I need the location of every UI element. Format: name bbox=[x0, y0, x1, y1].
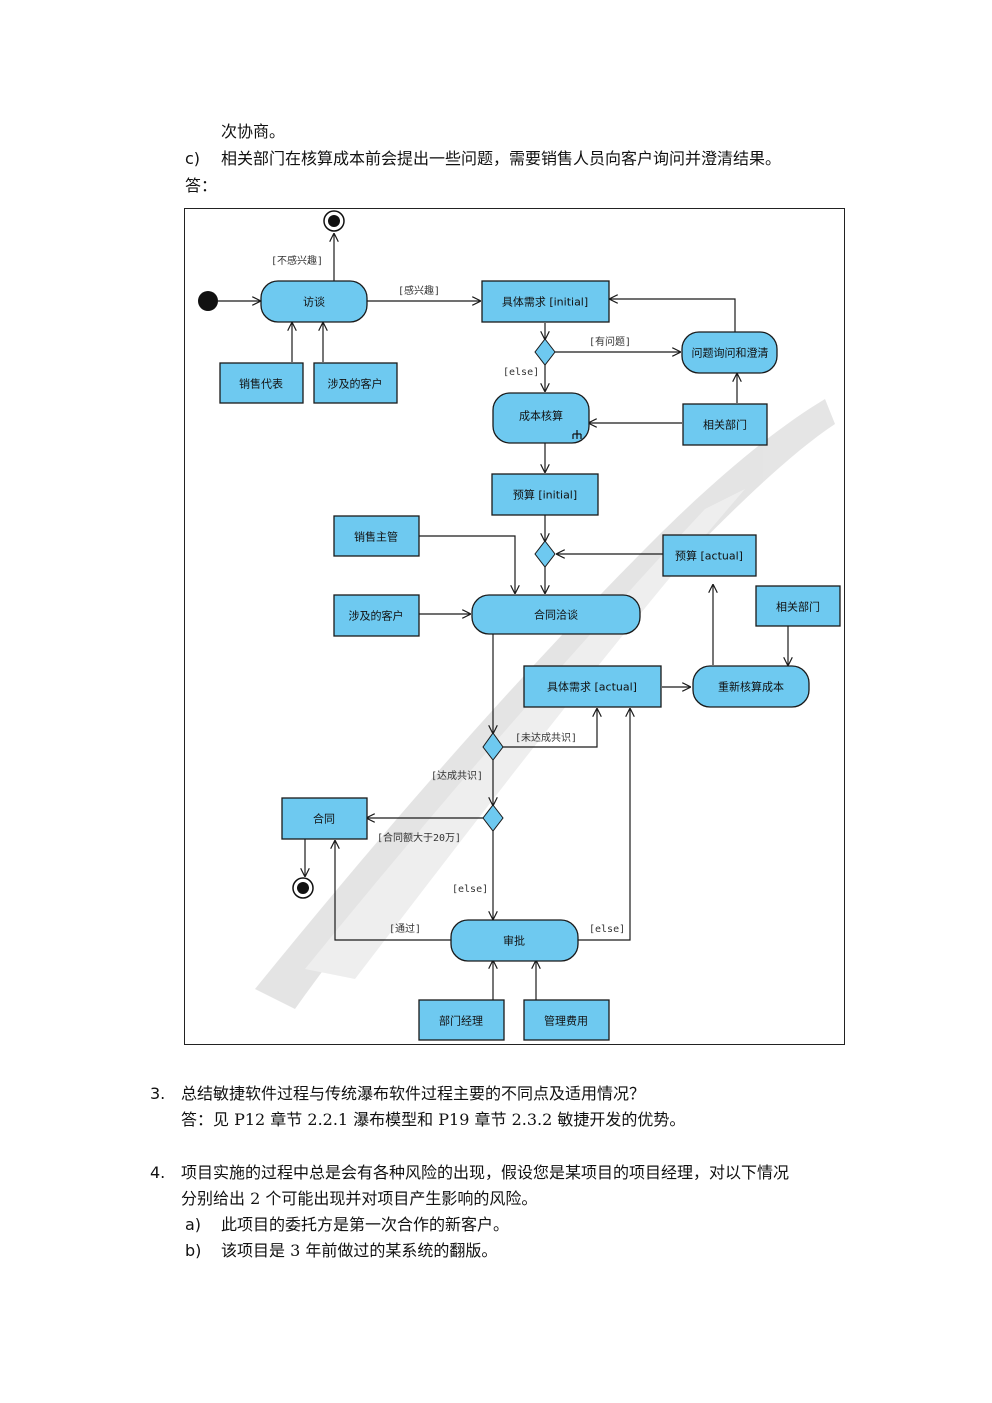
guard-over-200k: [合同额大于20万] bbox=[377, 831, 461, 844]
label-requirements-initial: 具体需求 [initial] bbox=[502, 295, 588, 309]
object-contract bbox=[281, 797, 368, 840]
action-negotiation bbox=[471, 594, 641, 635]
decision-node-consensus bbox=[482, 732, 504, 761]
label-sales-rep: 销售代表 bbox=[239, 377, 283, 391]
q3-answer: 答：见 P12 章节 2.2.1 瀑布模型和 P19 章节 2.3.2 敏捷开发… bbox=[181, 1110, 686, 1129]
q4-text-line1: 项目实施的过程中总是会有各种风险的出现，假设您是某项目的项目经理，对以下情况 bbox=[181, 1163, 790, 1182]
decision-node-question bbox=[534, 338, 556, 366]
item-c-marker: c) bbox=[185, 149, 201, 168]
action-cost-calc bbox=[492, 392, 590, 444]
label-recalc: 重新核算成本 bbox=[718, 680, 784, 694]
object-requirements-actual bbox=[523, 665, 662, 708]
label-approval: 审批 bbox=[503, 934, 525, 948]
item-b-text: 该项目是 3 年前做过的某系统的翻版。 bbox=[221, 1241, 498, 1260]
action-interview bbox=[260, 280, 368, 323]
guard-else-3: [else] bbox=[589, 924, 625, 935]
action-inquiry bbox=[681, 331, 778, 374]
merge-node-budget bbox=[534, 540, 556, 568]
object-requirements-initial bbox=[481, 280, 610, 323]
q3-text: 总结敏捷软件过程与传统瀑布软件过程主要的不同点及适用情况？ bbox=[181, 1084, 646, 1103]
label-inquiry: 问题询问和澄清 bbox=[692, 346, 769, 360]
object-customer-1 bbox=[313, 362, 398, 404]
label-negotiation: 合同洽谈 bbox=[534, 608, 578, 622]
action-approval bbox=[450, 919, 579, 962]
action-recalc bbox=[692, 665, 810, 708]
label-dept-manager: 部门经理 bbox=[439, 1014, 483, 1028]
label-customer-2: 涉及的客户 bbox=[349, 609, 404, 623]
guard-passed: [通过] bbox=[389, 922, 421, 935]
label-interview: 访谈 bbox=[303, 296, 325, 309]
object-dept-1 bbox=[682, 403, 768, 446]
guard-else-1: [else] bbox=[503, 367, 539, 378]
label-contract: 合同 bbox=[313, 812, 335, 826]
object-customer-2 bbox=[333, 594, 420, 637]
guard-no-consensus: [未达成共识] bbox=[515, 732, 577, 744]
initial-node bbox=[198, 291, 218, 311]
label-sales-manager: 销售主管 bbox=[354, 530, 398, 544]
q4-number: 4. bbox=[150, 1163, 166, 1182]
decision-node-contract-amount bbox=[482, 804, 504, 832]
object-dept-manager bbox=[418, 999, 505, 1041]
label-budget-initial: 预算 [initial] bbox=[513, 488, 577, 502]
object-mgmt-fee bbox=[523, 999, 610, 1041]
guard-has-question: [有问题] bbox=[589, 335, 631, 348]
q3-number: 3. bbox=[150, 1084, 166, 1103]
object-sales-rep bbox=[219, 362, 304, 404]
subactivity-icon bbox=[572, 430, 582, 439]
q4-text-line2: 分别给出 2 个可能出现并对项目产生影响的风险。 bbox=[181, 1189, 538, 1208]
label-budget-actual: 预算 [actual] bbox=[675, 549, 743, 563]
guard-not-interested: [不感兴趣] bbox=[271, 254, 323, 267]
object-sales-manager bbox=[333, 515, 420, 557]
label-customer-1: 涉及的客户 bbox=[328, 377, 383, 391]
object-dept-2 bbox=[755, 585, 841, 627]
object-budget-initial bbox=[491, 473, 599, 516]
item-c-text: 相关部门在核算成本前会提出一些问题，需要销售人员向客户询问并澄清结果。 bbox=[221, 149, 782, 168]
answer-label: 答： bbox=[185, 176, 218, 195]
item-a-marker: a) bbox=[185, 1215, 202, 1234]
continued-text-line: 次协商。 bbox=[221, 122, 286, 141]
label-mgmt-fee: 管理费用 bbox=[544, 1014, 588, 1028]
label-cost-calc: 成本核算 bbox=[519, 409, 563, 423]
object-budget-actual bbox=[662, 534, 757, 577]
label-requirements-actual: 具体需求 [actual] bbox=[547, 680, 637, 694]
guard-else-2: [else] bbox=[452, 884, 488, 895]
guard-consensus: [达成共识] bbox=[431, 770, 483, 782]
activity-diagram: 访谈 问题询问和澄清 成本核算 合同洽谈 重新核算成本 审批 销售代表 涉及的客… bbox=[184, 208, 845, 1045]
item-a-text: 此项目的委托方是第一次合作的新客户。 bbox=[221, 1215, 510, 1234]
label-dept-2: 相关部门 bbox=[776, 600, 820, 614]
label-dept-1: 相关部门 bbox=[703, 418, 747, 432]
guard-interested: [感兴趣] bbox=[398, 284, 440, 297]
flow-edges bbox=[218, 234, 788, 1000]
item-b-marker: b) bbox=[185, 1241, 202, 1260]
